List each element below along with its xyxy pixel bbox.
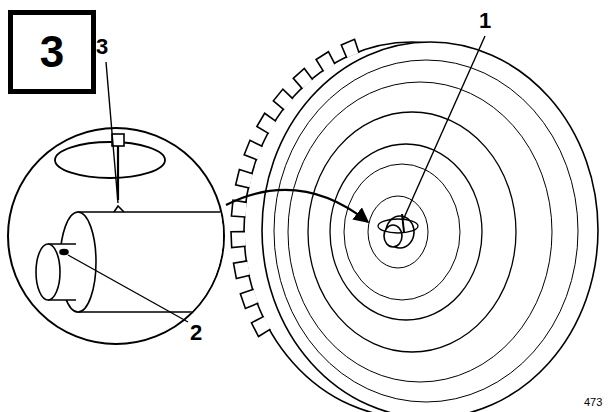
leader-lines [68, 36, 485, 322]
tread-lug [231, 200, 246, 217]
pin-ring [378, 219, 418, 233]
axle-edge [48, 299, 76, 301]
pin-ring [55, 142, 165, 178]
leader-line [403, 36, 485, 220]
axle-end [384, 225, 402, 247]
rim-inner [344, 164, 460, 300]
step-box: 3 [8, 10, 96, 94]
sidewall [262, 42, 598, 412]
axle-end [36, 244, 60, 300]
rim [330, 144, 482, 320]
pin-hole [114, 206, 124, 212]
tread-lug [293, 68, 312, 88]
tread-lug [273, 89, 293, 110]
tread-lug [240, 289, 258, 308]
tread-lug [233, 261, 249, 279]
axle-edge [48, 243, 76, 245]
callout-number: 2 [190, 322, 202, 344]
pin-head [112, 134, 124, 146]
callout-number: 3 [96, 36, 108, 58]
hub-face [368, 196, 428, 268]
pin [402, 214, 404, 232]
step-number: 3 [40, 30, 64, 74]
leader-line [68, 255, 188, 322]
tread-lug [341, 39, 359, 57]
tread-lug [257, 113, 276, 133]
tread-lug [251, 316, 270, 336]
tread-lug [231, 232, 246, 248]
axle-hole [60, 250, 68, 255]
rim-edge [308, 112, 516, 352]
sidewall-ring [274, 60, 578, 402]
callout-number: 1 [479, 10, 491, 32]
figure-number: 473 [584, 397, 602, 408]
tread-lug [244, 140, 262, 160]
tread-lug [316, 52, 335, 72]
hub-cylinder [78, 212, 240, 312]
tire [231, 39, 598, 412]
inset-view [8, 128, 240, 344]
tread-lug [236, 170, 253, 188]
sidewall-ring [288, 82, 552, 382]
pointer-arrow [226, 190, 368, 222]
leader-line [106, 62, 118, 203]
